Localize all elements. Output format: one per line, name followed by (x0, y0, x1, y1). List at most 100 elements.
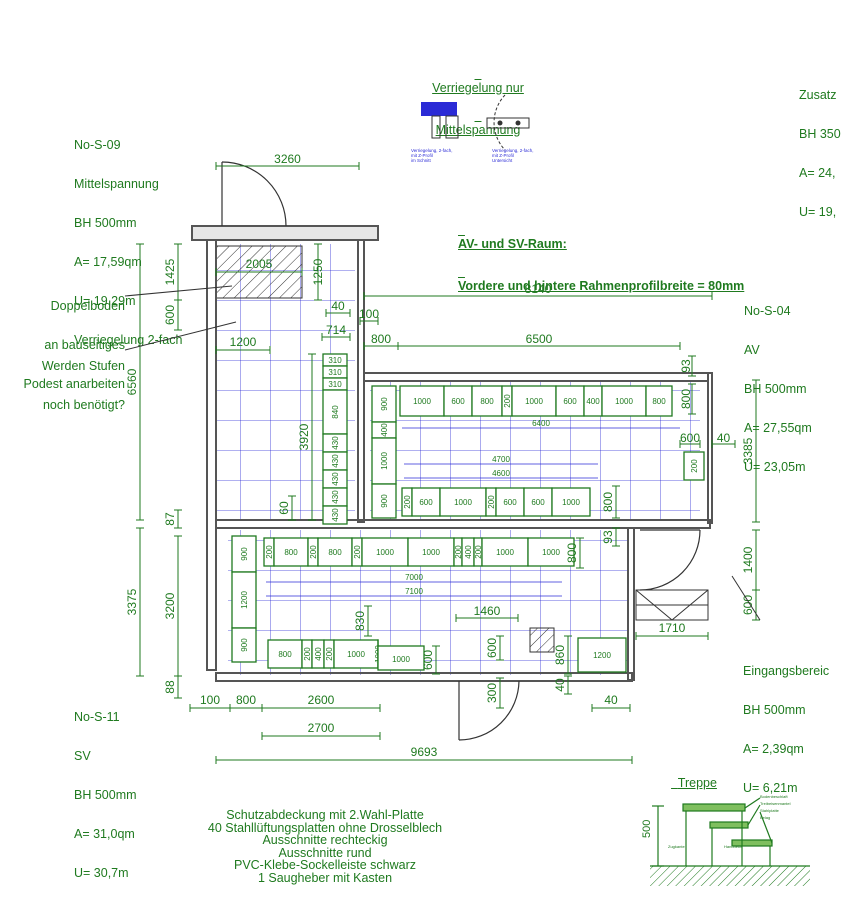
room-perimeter: U= 6,21m (743, 781, 798, 795)
dimension-d800a: 800 (363, 332, 399, 350)
wall-av-right (707, 372, 713, 524)
dimension-label: 93 (679, 359, 693, 373)
room-perimeter: U= 19, (799, 205, 837, 219)
treppe-label: Belag (760, 815, 770, 820)
panel-label: 1000 (454, 498, 472, 507)
panel-av-top: 600 (555, 385, 585, 417)
dimension-d7000: 7000 (266, 573, 562, 583)
dimension-label: 4700 (492, 455, 510, 464)
panel-label: 400 (586, 397, 600, 406)
panel-sv-top: 800 (317, 537, 353, 567)
walls (191, 225, 713, 682)
panel-sv-top: 1000 (527, 537, 575, 567)
callout-line: Werden Stufen (41, 359, 125, 373)
dimension-label: 88 (163, 680, 177, 694)
wall-bottom (215, 672, 633, 682)
panel-label: 400 (464, 545, 473, 559)
room-number: No-S-04 (744, 304, 791, 318)
dimension-d800c: 800 (601, 485, 620, 519)
panel-label: 1000 (615, 397, 633, 406)
dimension-d2005: 2005 (215, 257, 303, 276)
dimension-d600b: 600 (679, 431, 701, 448)
dimension-d714: 714 (321, 323, 351, 341)
door-bottom (458, 680, 520, 741)
detail-title-line: Mittelspannung (435, 123, 521, 137)
dimension-d600b: 600 (741, 589, 760, 621)
wall-mid (215, 519, 711, 529)
note-line: PVC-Klebe-Sockelleiste schwarz (233, 858, 416, 872)
panel-av-bottom: 600 (523, 487, 553, 517)
dimension-d6560: 6560 (125, 243, 144, 521)
dimension-d300: 300 (485, 677, 504, 709)
dimension-label: 4600 (492, 469, 510, 478)
dimension-label: 600 (163, 305, 177, 325)
panel-label: 1000 (562, 498, 580, 507)
panel-label: 1000 (347, 650, 365, 659)
panel-label: 840 (331, 405, 340, 419)
dimension-d800d: 800 (565, 537, 584, 569)
dimension-d3375: 3375 (125, 527, 144, 677)
dimension-label: 1250 (311, 258, 325, 285)
room-number: No-S-09 (74, 138, 121, 152)
dimension-label: 3260 (274, 152, 301, 166)
drawing-subtitle: Vordere und hintere Rahmenprofilbreite =… (458, 279, 745, 293)
dimension-d1710: 1710 (635, 621, 709, 640)
note-line: Ausschnitte rechteckig (262, 833, 388, 847)
dimension-d1250: 1250 (311, 243, 325, 301)
panel-label: 200 (403, 495, 412, 509)
dimension-label: 2600 (308, 693, 335, 707)
panel-sv-bottom: 800 (267, 639, 303, 669)
panel-av-left: 900 (371, 385, 397, 423)
dimension-label: 800 (601, 492, 615, 512)
dimension-label: 93 (601, 530, 615, 544)
dimension-d6500: 6500 (397, 332, 681, 350)
dimension-label: 8140 (525, 282, 552, 296)
dimension-d1200a: 1200 (215, 335, 271, 354)
room-perimeter: U= 30,7m (74, 866, 129, 880)
treppe-label: Stahlplatte (760, 808, 780, 813)
panel-av-top: 400 (583, 385, 603, 417)
wall-left (206, 239, 217, 671)
room-name: AV (744, 343, 760, 357)
dimension-d40d: 40 (591, 693, 631, 712)
room-bh: BH 500mm (74, 788, 137, 802)
panel-sv-left: 900 (231, 535, 257, 573)
dimension-d2600: 2600 (261, 693, 381, 712)
dimension-d4700: 4700 (404, 455, 598, 465)
callout-line: Doppelboden (50, 299, 125, 313)
callout-line: an bauseitiges (44, 338, 125, 352)
dimension-label: 600 (680, 431, 700, 445)
dimension-label: 1710 (659, 621, 686, 635)
dimension-label: 800 (236, 693, 256, 707)
panel-label: 200 (309, 545, 318, 559)
dimension-label: 40 (604, 693, 618, 707)
treppe-label: Handhebe (724, 844, 743, 849)
panel-sv-top: 200 (351, 537, 363, 567)
detail-profile (421, 102, 457, 116)
dimension-label: 1200 (230, 335, 257, 349)
room-label-s04: No-S-04 AV BH 500mm A= 27,55qm U= 23,05m (744, 279, 812, 487)
panel-av-top: 800 (471, 385, 503, 417)
panel-label: 1000 (413, 397, 431, 406)
panel-sv-top: 1000 (481, 537, 529, 567)
room-bh: BH 350 (799, 127, 841, 141)
room-locking: Verriegelung 2-fach (74, 333, 183, 347)
panel-sv-bottom: 200 (323, 639, 335, 669)
panel-label: 200 (303, 647, 312, 661)
panel-label: 800 (480, 397, 494, 406)
treppe-label: Bodenbeschlaft (760, 794, 788, 799)
panel-av-top: 1000 (601, 385, 647, 417)
panel-label: 900 (240, 547, 249, 561)
treppe-label: Zugkante (668, 844, 685, 849)
panel-label: 800 (278, 650, 292, 659)
room-name: SV (74, 749, 91, 763)
panel-label: 430 (331, 454, 340, 468)
notes-block: Schutzabdeckung mit 2.Wahl-Platte 40 Sta… (160, 809, 490, 884)
panel-av-bottom: 200 (401, 487, 413, 517)
dimension-label: 40 (331, 299, 345, 313)
dimension-d800b: 800 (679, 383, 696, 415)
panel-label: 1200 (593, 651, 611, 660)
room-label-eingang: Eingangsbereic BH 500mm A= 2,39qm U= 6,2… (743, 639, 829, 808)
panel-label: 200 (503, 394, 512, 408)
